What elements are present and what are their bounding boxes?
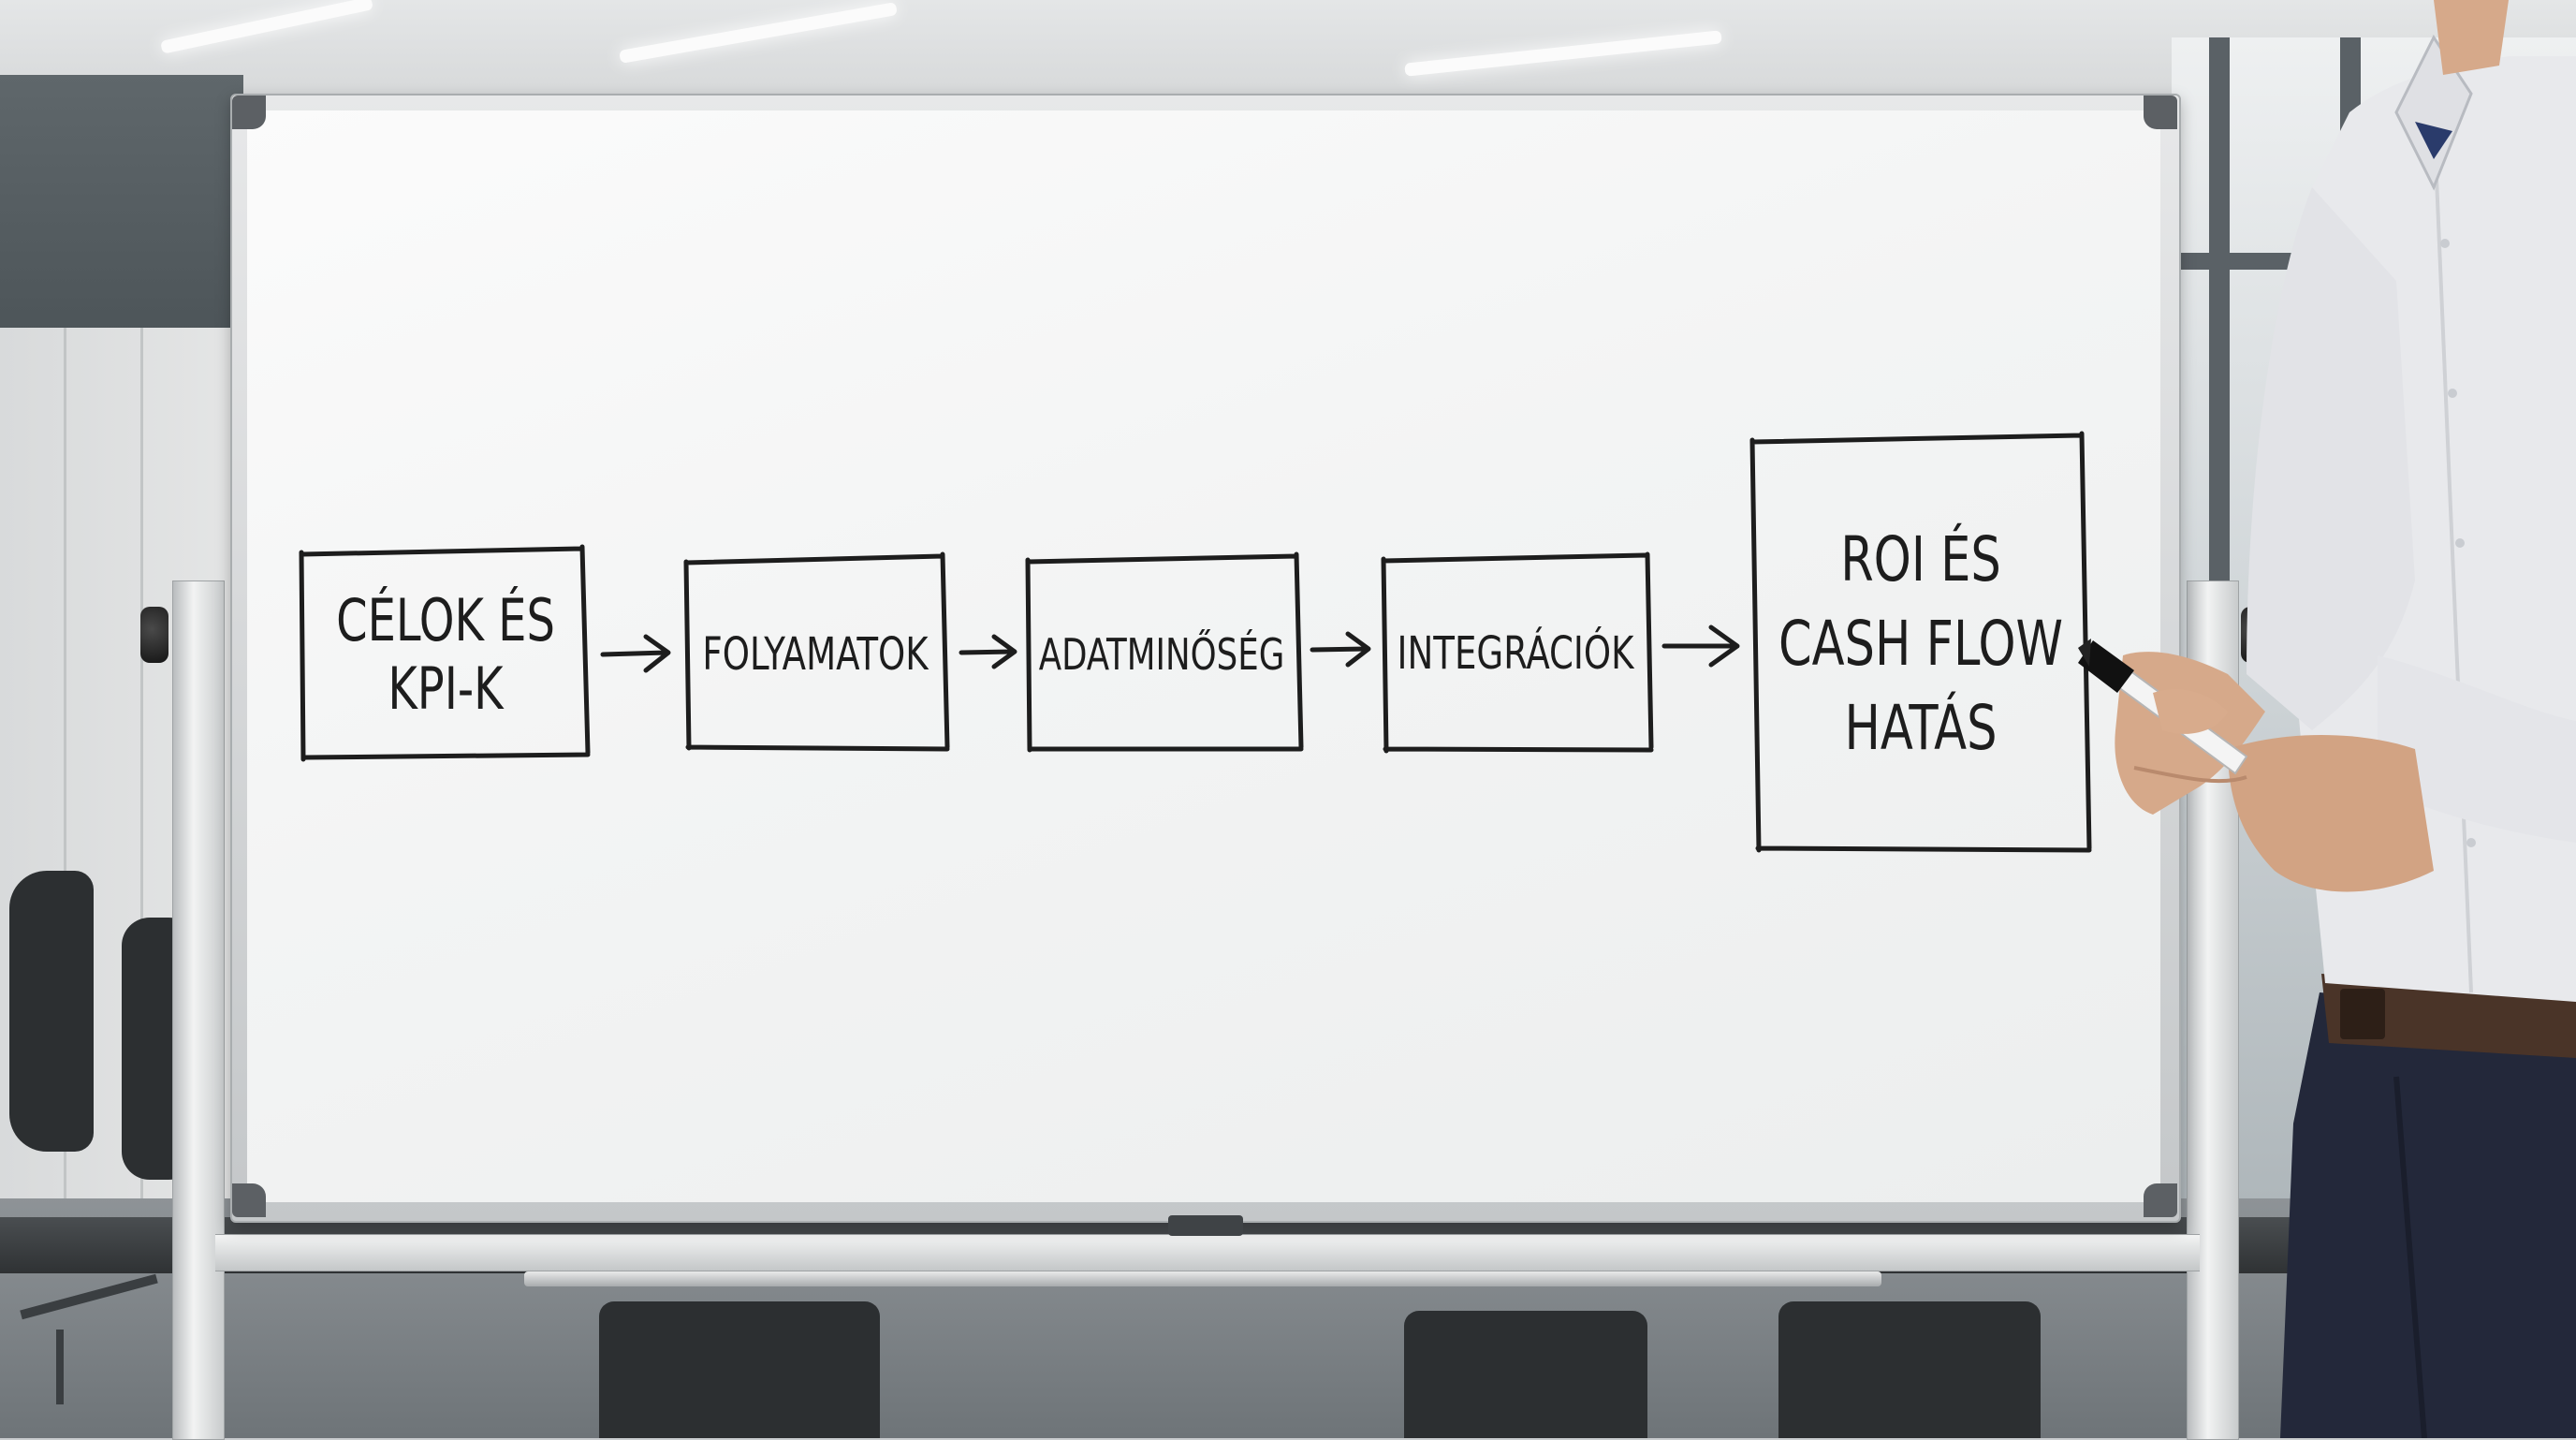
frame-corner: [232, 96, 266, 129]
step-label-processes: FOLYAMATOK: [702, 627, 929, 681]
ceiling: [0, 0, 2576, 103]
step-label-roi-cashflow: ROI ÉS CASH FLOW HATÁS: [1778, 523, 2064, 764]
stand-knob-left: [140, 607, 168, 663]
wall-panel-seam: [64, 328, 66, 1217]
frame-corner: [232, 1183, 266, 1217]
wall-panel-seam: [140, 328, 143, 1217]
flow-arrow: [959, 634, 1017, 669]
office-chair: [1404, 1311, 1647, 1438]
office-chair: [599, 1301, 880, 1438]
frame-corner: [2144, 1183, 2177, 1217]
marker-tray: [524, 1271, 1881, 1286]
step-label-integrations: INTEGRÁCIÓK: [1397, 626, 1634, 680]
office-chair: [1778, 1301, 2041, 1438]
flow-arrow: [1661, 624, 1740, 668]
step-box-outline: [683, 551, 950, 752]
step-label-goals-kpis: CÉLOK ÉS KPI-K: [336, 585, 555, 723]
dark-wall-panel: [0, 75, 243, 346]
stand-post-left: [172, 580, 225, 1440]
step-box-outline: [1025, 551, 1304, 753]
board-clip: [1168, 1215, 1243, 1236]
frame-corner: [2144, 96, 2177, 129]
stand-crossbar: [215, 1234, 2200, 1271]
step-label-data-quality: ADATMINŐSÉG: [1038, 628, 1285, 680]
whiteboard-surface: [247, 110, 2160, 1202]
step-box-outline: [299, 544, 591, 762]
chair-base: [56, 1330, 64, 1404]
flow-arrow: [1310, 631, 1371, 668]
flow-arrow: [600, 634, 671, 673]
step-box-outline: [1381, 551, 1654, 754]
office-chair: [9, 871, 94, 1152]
